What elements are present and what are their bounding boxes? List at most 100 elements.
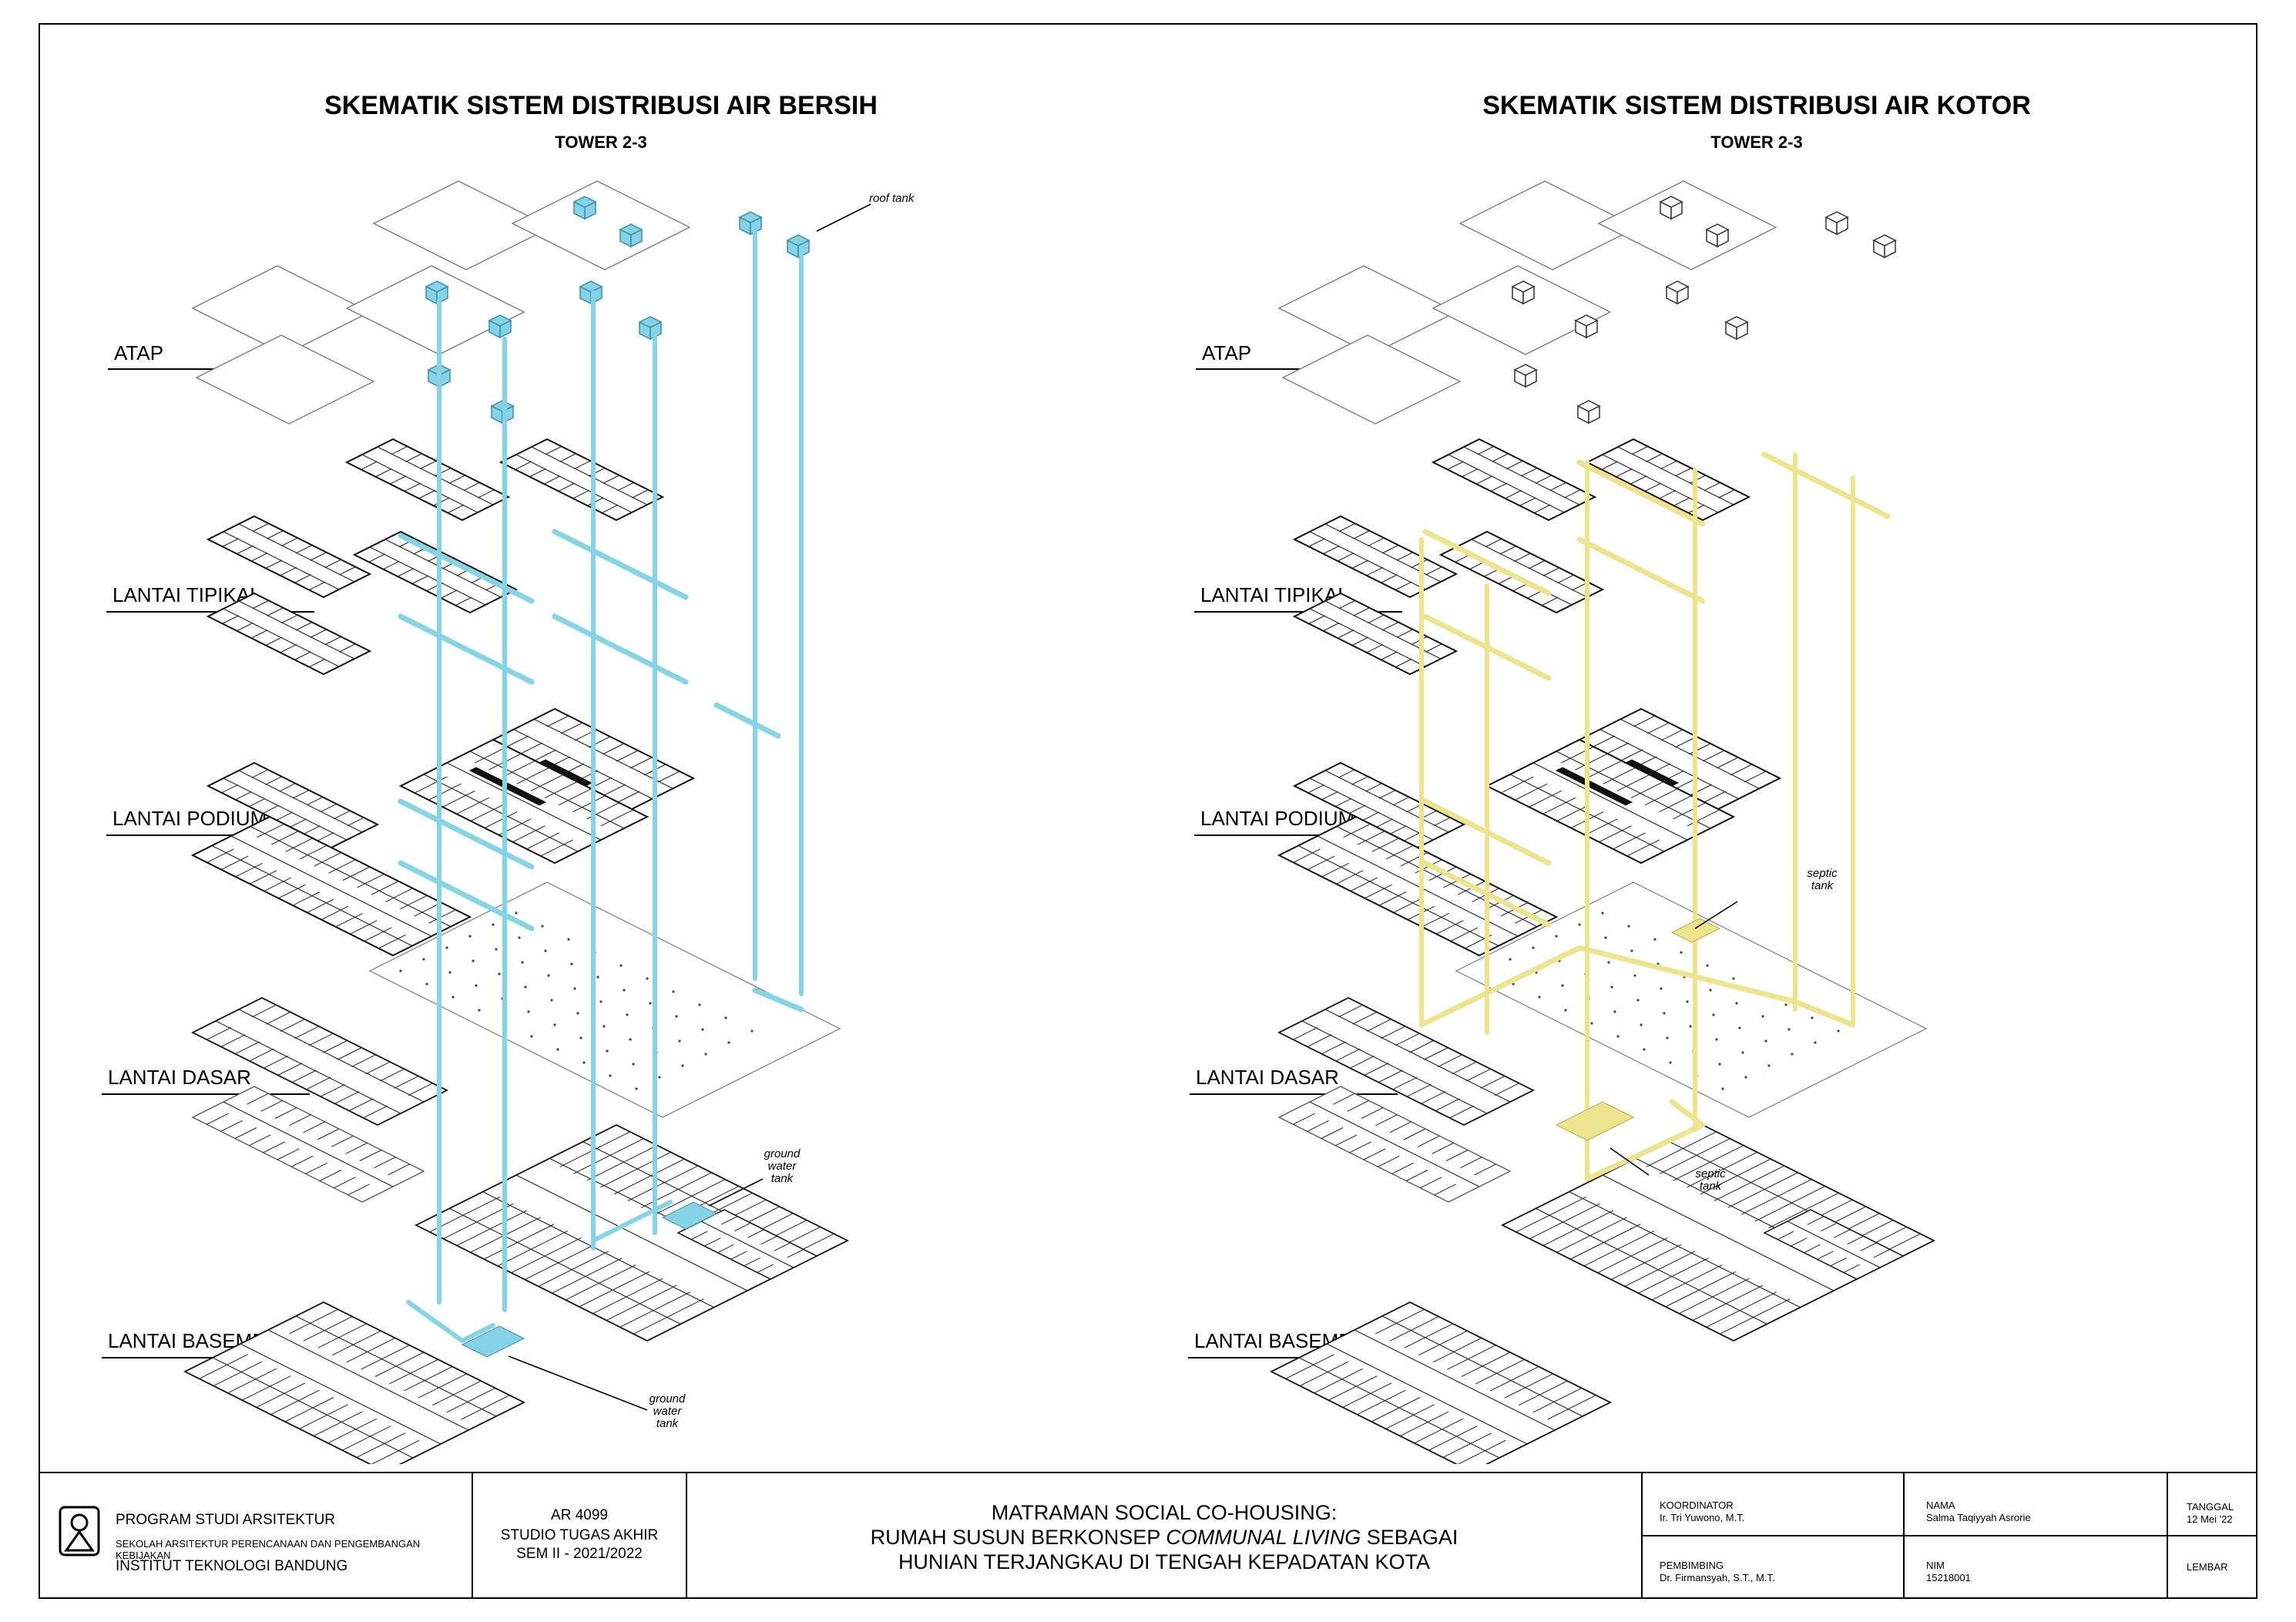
room-partition xyxy=(1529,1203,1600,1240)
floor-label-dasar-right: LANTAI DASAR xyxy=(1196,1066,1339,1089)
room-partition xyxy=(544,475,561,485)
room-partition xyxy=(385,888,413,902)
room-partition xyxy=(222,615,239,624)
nim-label: NIM xyxy=(1926,1560,1945,1571)
room-partition xyxy=(1457,1439,1506,1464)
room-partition xyxy=(314,851,342,867)
room-partition xyxy=(1720,1298,1791,1335)
column-dot xyxy=(475,984,478,987)
room-partition xyxy=(215,1020,401,1114)
room-partition xyxy=(1338,769,1355,778)
room-partition xyxy=(398,568,415,577)
room-partition xyxy=(1575,753,1608,771)
room-partition xyxy=(364,927,392,942)
column-dot xyxy=(573,987,576,990)
ground-water-tank-annotation-lower: ground water tank xyxy=(649,1392,686,1430)
room-partition xyxy=(1535,475,1552,484)
column-dot xyxy=(1744,1076,1747,1079)
floor-label-podium-right: LANTAI PODIUM xyxy=(1200,807,1355,830)
room-partition xyxy=(251,769,269,778)
room-partition xyxy=(257,823,284,838)
roof-tank-icon xyxy=(499,319,512,339)
room-partition xyxy=(1613,832,1646,850)
room-partition xyxy=(289,1308,338,1335)
room-partition xyxy=(1873,1248,1891,1258)
column-dot xyxy=(750,1029,754,1033)
room-partition xyxy=(1601,461,1618,470)
column-dot xyxy=(1669,1061,1672,1064)
project-title-cell: MATRAMAN SOCIAL CO-HOUSING: RUMAH SUSUN … xyxy=(687,1473,1643,1597)
room-partition xyxy=(1392,1076,1418,1090)
room-partition xyxy=(1403,832,1421,841)
room-partition xyxy=(1673,802,1706,820)
room-partition xyxy=(267,530,284,539)
floor-label-dasar-left: LANTAI DASAR xyxy=(108,1066,251,1089)
room-partition xyxy=(657,771,680,783)
column-dot xyxy=(492,923,495,926)
room-partition xyxy=(1381,574,1398,583)
room-partition xyxy=(280,643,297,653)
ground-water-tank-annotation-upper: ground water tank xyxy=(764,1147,801,1185)
room-partition xyxy=(1434,1184,1456,1196)
room-partition xyxy=(1395,581,1412,591)
column-dot xyxy=(698,1003,701,1006)
room-partition xyxy=(1309,777,1434,841)
room-partition xyxy=(627,1165,699,1201)
roof-plate xyxy=(195,334,375,425)
room-partition xyxy=(251,552,268,562)
room-partition xyxy=(310,629,327,638)
room-partition xyxy=(633,1298,704,1335)
room-partition xyxy=(690,1231,708,1241)
room-partition xyxy=(1644,482,1662,492)
room-partition xyxy=(371,1439,420,1464)
room-partition xyxy=(629,757,653,769)
room-partition xyxy=(307,898,334,913)
room-partition xyxy=(1450,927,1479,942)
room-partition xyxy=(264,877,292,892)
room-partition xyxy=(617,791,640,803)
room-partition xyxy=(545,445,562,455)
room-partition xyxy=(734,1222,751,1232)
room-partition xyxy=(238,1009,425,1103)
room-partition xyxy=(1437,1054,1462,1068)
room-partition xyxy=(317,832,334,841)
room-partition xyxy=(1480,1076,1505,1089)
room-partition xyxy=(1714,1165,1785,1201)
collector-drain-pipe xyxy=(1418,945,1856,1028)
column-dot xyxy=(1610,986,1613,989)
room-partition xyxy=(418,1373,467,1399)
room-partition xyxy=(1843,1264,1861,1273)
room-partition xyxy=(1335,1048,1361,1062)
roof-unit-icon xyxy=(1588,405,1600,425)
room-partition xyxy=(308,1033,334,1046)
room-partition xyxy=(515,1174,748,1291)
room-partition xyxy=(1420,1177,1442,1189)
pembimbing-name: Dr. Firmansyah, S.T., M.T. xyxy=(1660,1572,1775,1583)
room-partition xyxy=(1500,776,1534,794)
room-partition xyxy=(378,934,406,949)
roof-plate xyxy=(1432,265,1612,355)
floor-distribution-pipe xyxy=(398,532,535,604)
room-partition xyxy=(1428,1426,1478,1451)
room-partition xyxy=(1673,1145,1744,1181)
room-partition xyxy=(374,1352,425,1377)
column-dot xyxy=(582,1061,586,1064)
room-partition xyxy=(540,839,574,857)
room-partition xyxy=(237,545,253,555)
room-partition xyxy=(1556,804,1590,821)
room-partition xyxy=(1589,760,1622,777)
room-partition xyxy=(1378,790,1396,799)
room-partition xyxy=(1421,1091,1446,1104)
room-partition xyxy=(1620,749,1643,761)
typical-floor-plate xyxy=(1292,592,1458,676)
room-partition xyxy=(1787,1221,1881,1268)
room-partition xyxy=(1570,1224,1641,1260)
room-partition xyxy=(310,552,327,561)
column-dot xyxy=(649,1002,652,1005)
room-partition xyxy=(1396,629,1413,638)
room-partition xyxy=(1706,1291,1777,1328)
room-partition xyxy=(394,1076,419,1089)
dark-wall-band xyxy=(1555,767,1633,806)
floor-line xyxy=(1190,1093,1398,1095)
room-partition xyxy=(573,1138,644,1174)
